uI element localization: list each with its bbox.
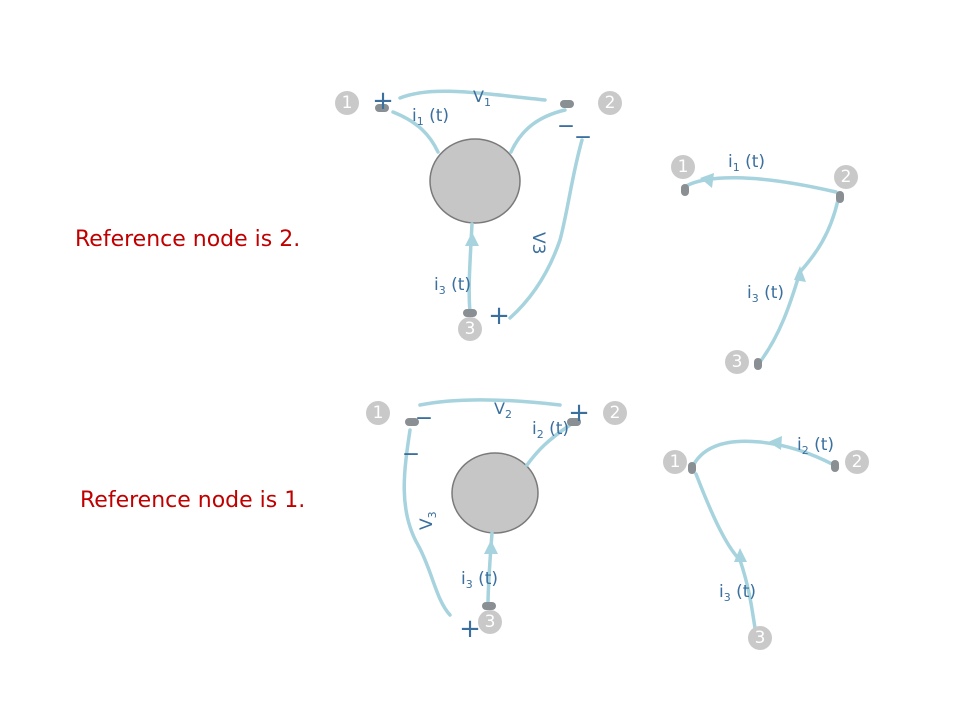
- bottom-i3-label: i3 (t): [461, 569, 498, 591]
- top-circuit: 1 2 3 + _ _ + V1 i1 (t) i3 (t) V3: [335, 86, 622, 341]
- bottom-i2-label: i2 (t): [532, 419, 569, 441]
- svg-text:3: 3: [485, 612, 496, 632]
- top-plus-3: +: [488, 301, 510, 331]
- bottom-wire-2: [525, 423, 572, 467]
- top-terminal-1: [375, 104, 389, 112]
- bottom-reference-caption: Reference node is 1.: [80, 488, 305, 513]
- top-v1-label: V1: [473, 87, 491, 109]
- bottom-v2-wire: [418, 398, 562, 407]
- top-graph-terminal-1: [681, 184, 689, 196]
- bottom-v2-label: V2: [494, 399, 512, 421]
- top-wire-2: [509, 108, 567, 154]
- top-graph-terminal-2: [836, 191, 844, 203]
- svg-text:2: 2: [610, 403, 621, 423]
- top-i3-arrow: [465, 232, 479, 246]
- bottom-wire-3: [486, 531, 494, 607]
- bottom-node-1: 1: [366, 401, 390, 425]
- bottom-terminal-2: [567, 418, 581, 426]
- top-i3-label: i3 (t): [434, 275, 471, 297]
- svg-text:3: 3: [755, 628, 766, 648]
- bottom-graph-i2-arrow: [768, 436, 782, 450]
- top-node-2: 2: [598, 91, 622, 115]
- bottom-graph-i3-label: i3 (t): [719, 582, 756, 604]
- top-minus-2b: _: [576, 109, 591, 139]
- bottom-graph-terminal-2: [831, 460, 839, 472]
- top-terminal-3: [463, 309, 477, 317]
- top-plus-1: +: [372, 86, 394, 116]
- svg-text:2: 2: [605, 93, 616, 113]
- top-graph-i1-label: i1 (t): [728, 152, 765, 174]
- top-node-1: 1: [335, 91, 359, 115]
- bottom-graph: 1 2 3 i2 (t) i3 (t): [663, 435, 869, 650]
- svg-text:1: 1: [678, 157, 689, 177]
- svg-text:1: 1: [373, 403, 384, 423]
- svg-text:3: 3: [465, 319, 476, 339]
- bottom-graph-node-1: 1: [663, 450, 687, 474]
- bottom-minus-1b: _: [404, 426, 419, 456]
- top-v1-wire: [398, 89, 547, 102]
- bottom-node-2: 2: [603, 401, 627, 425]
- bottom-plus-2: +: [568, 398, 590, 428]
- top-graph: 1 2 3 i1 (t) i3 (t): [671, 152, 858, 374]
- bottom-network-element: [451, 452, 539, 534]
- bottom-graph-i2-label: i2 (t): [797, 435, 834, 457]
- top-graph-terminal-3: [754, 358, 762, 370]
- bottom-graph-i3-arrow: [734, 548, 747, 562]
- top-terminal-2: [560, 100, 574, 108]
- svg-text:3: 3: [732, 352, 743, 372]
- top-graph-i1-arrow: [700, 173, 714, 188]
- bottom-node-3: 3: [478, 610, 502, 634]
- bottom-v3-label: V3: [417, 511, 439, 530]
- top-graph-node-2: 2: [834, 165, 858, 189]
- bottom-graph-terminal-1: [688, 462, 696, 474]
- top-graph-i3-label: i3 (t): [747, 283, 784, 305]
- bottom-circuit: 1 2 3 _ _ + + V2 i2 (t) i3 (t) V3: [366, 390, 627, 644]
- top-minus-2a: _: [559, 98, 574, 128]
- top-reference-caption: Reference node is 2.: [75, 227, 300, 252]
- top-graph-edge-2-3: [758, 198, 840, 364]
- top-graph-edge-1-2: [684, 176, 838, 194]
- top-network-element: [429, 138, 521, 224]
- svg-text:1: 1: [670, 452, 681, 472]
- bottom-terminal-3: [482, 602, 496, 610]
- bottom-graph-edge-1-3: [694, 472, 757, 630]
- bottom-plus-3: +: [459, 614, 481, 644]
- top-graph-i3-arrow: [794, 266, 806, 282]
- bottom-i3-arrow: [484, 540, 498, 554]
- top-node-3: 3: [458, 317, 482, 341]
- bottom-graph-edge-1-2: [690, 439, 836, 470]
- svg-text:2: 2: [841, 167, 852, 187]
- top-graph-node-3: 3: [725, 350, 749, 374]
- bottom-minus-1a: _: [417, 390, 432, 420]
- top-wire-1: [391, 110, 440, 154]
- top-graph-node-1: 1: [671, 155, 695, 179]
- bottom-graph-node-3: 3: [748, 626, 772, 650]
- bottom-graph-node-2: 2: [845, 450, 869, 474]
- top-v3-wire: [508, 138, 584, 320]
- svg-text:1: 1: [342, 93, 353, 113]
- svg-text:2: 2: [852, 452, 863, 472]
- bottom-v3-wire: [402, 428, 452, 617]
- top-v3-label: V3: [528, 232, 548, 254]
- bottom-terminal-1: [405, 418, 419, 426]
- top-i1-label: i1 (t): [412, 106, 449, 128]
